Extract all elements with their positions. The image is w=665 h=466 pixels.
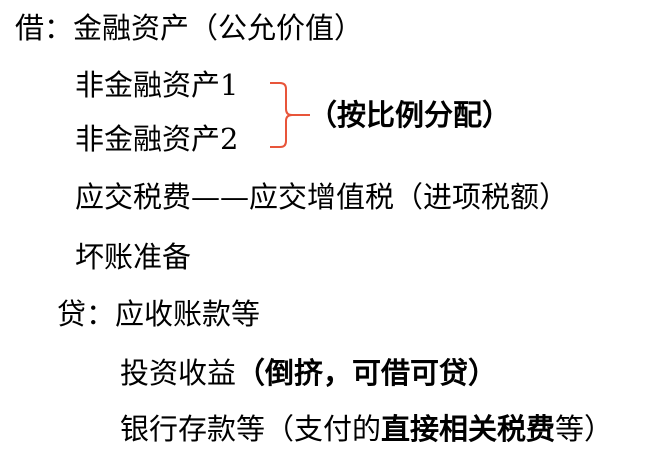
bank-deposit-note-bold: 直接相关税费 (381, 412, 556, 446)
bank-deposit-name: 银行存款等 (120, 412, 266, 446)
allocation-note: （按比例分配） (308, 98, 512, 132)
credit-line-investment-income: 投资收益（倒挤，可借可贷） (120, 356, 497, 390)
debit-main-account: 金融资产（公允价值） (73, 11, 364, 45)
debit-line-vat: 应交税费——应交增值税（进项税额） (75, 180, 569, 214)
investment-income-note: （倒挤，可借可贷） (236, 356, 498, 390)
debit-line-nonfinancial-asset-1: 非金融资产1 (75, 68, 239, 102)
credit-line-receivable: 贷：应收账款等 (57, 297, 260, 331)
curly-brace-icon (270, 82, 310, 148)
brace-path (270, 82, 310, 148)
credit-main-account: 应收账款等 (115, 297, 261, 331)
credit-line-bank-deposit: 银行存款等（支付的直接相关税费等） (120, 412, 613, 446)
bank-deposit-note-prefix: （支付的 (265, 412, 382, 446)
debit-label: 借： (15, 11, 74, 45)
debit-line-financial-asset: 借：金融资产（公允价值） (15, 11, 363, 45)
debit-line-bad-debt: 坏账准备 (75, 240, 192, 274)
credit-label: 贷： (57, 297, 116, 331)
debit-line-nonfinancial-asset-2: 非金融资产2 (75, 122, 239, 156)
bank-deposit-note-suffix: 等） (555, 412, 614, 446)
investment-income-name: 投资收益 (120, 356, 237, 390)
